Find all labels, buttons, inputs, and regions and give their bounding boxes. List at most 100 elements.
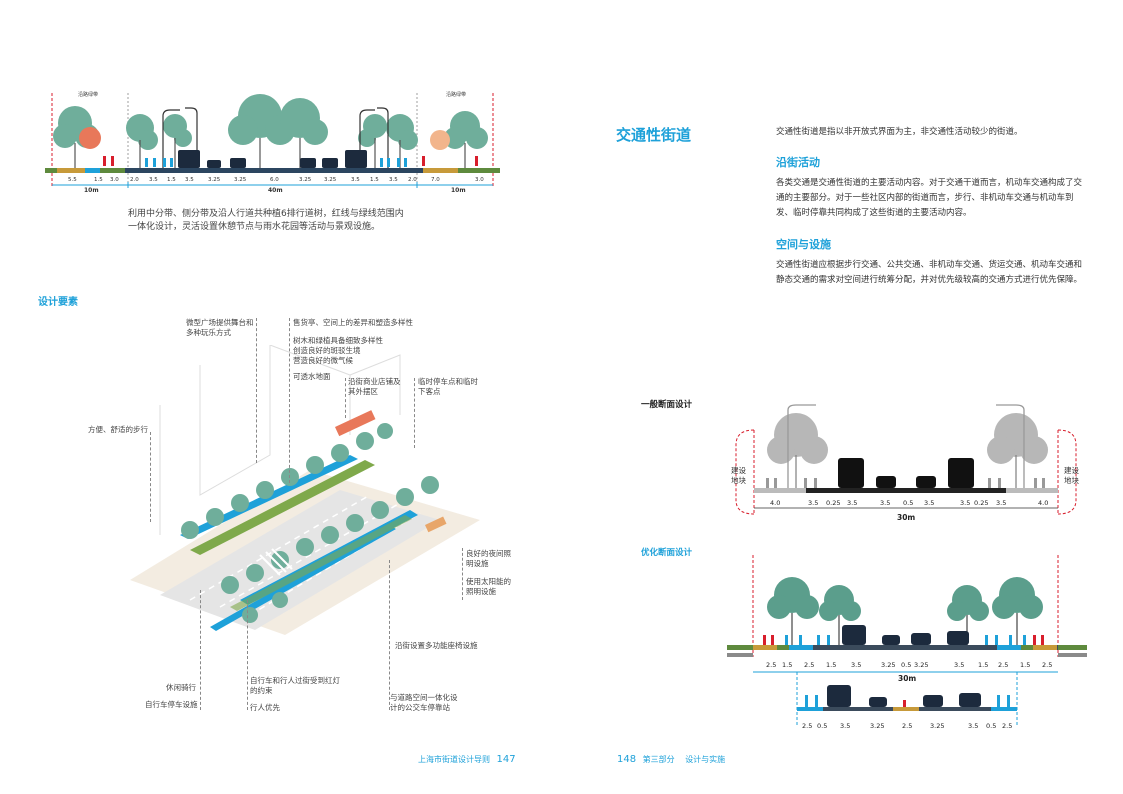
- odw0: 2.5: [802, 722, 813, 730]
- anno-bus-stop-l1: 与道路空间一体化设: [390, 693, 458, 702]
- general-right-block-l1: 建设: [1064, 466, 1079, 475]
- top-width-row: 5.5 1.5 3.0 2.0 3.5 1.5 3.5 3.25 3.25 6.…: [56, 177, 496, 186]
- odw3: 3.25: [870, 722, 885, 730]
- anno-trees-l1: 树木和绿植具备细致多样性: [293, 336, 383, 345]
- ow12: 2.5: [1042, 661, 1053, 669]
- ow1: 1.5: [782, 661, 793, 669]
- optimized-total: 30m: [898, 674, 917, 683]
- anno-night-light: 良好的夜间照 明设施: [466, 549, 511, 569]
- section1-text: 各类交通是交通性街道的主要活动内容。对于交通干道而言，机动车交通构成了交 通的主…: [776, 176, 1082, 221]
- section1-title: 沿街活动: [776, 156, 820, 169]
- top-right-green-label: 沿路绿带: [446, 92, 467, 98]
- span-left: 10m: [84, 187, 99, 194]
- w5: 1.5: [167, 177, 176, 183]
- w13: 1.5: [370, 177, 379, 183]
- anno-bus-stop: 与道路空间一体化设 计的公交车停靠站: [390, 693, 458, 713]
- general-width-row: 4.0 3.5 0.25 3.5 3.5 0.5 3.5 3.5 0.25 3.…: [754, 499, 1064, 509]
- odw4: 2.5: [902, 722, 913, 730]
- anno-walk: 方便、舒适的步行: [88, 425, 148, 434]
- isometric-illustration: [120, 344, 500, 645]
- w2: 3.0: [110, 177, 119, 183]
- anno-parking-l1: 临时停车点和临时: [418, 377, 478, 386]
- ow4: 3.5: [851, 661, 862, 669]
- gw1: 3.5: [808, 499, 819, 507]
- odw5: 3.25: [930, 722, 945, 730]
- leader-9: [247, 600, 248, 710]
- ow7: 3.25: [914, 661, 929, 669]
- ow0: 2.5: [766, 661, 777, 669]
- top-caption-line2: 一体化设计，灵活设置休憩节点与雨水花园等活动与景观设施。: [128, 222, 381, 232]
- top-caption: 利用中分带、侧分带及沿人行道共种植6排行道树，红线与绿线范围内 一体化设计，灵活…: [128, 208, 448, 234]
- leader-5: [150, 432, 151, 522]
- section2-l2: 静态交通的需求对空间进行统筹分配，并对优先级较高的交通方式进行优先保障。: [776, 275, 1083, 285]
- anno-signal-l1: 自行车和行人过街受到红灯: [250, 676, 340, 685]
- gw0: 4.0: [770, 499, 781, 507]
- general-total: 30m: [897, 513, 916, 522]
- general-left-block-l1: 建设: [731, 466, 746, 475]
- right-page-title: 交通性街道: [616, 126, 692, 144]
- ow8: 3.5: [954, 661, 965, 669]
- section2-l1: 交通性街道应根据步行交通、公共交通、非机动车交通、货运交通、机动车交通和: [776, 260, 1083, 270]
- anno-signal: 自行车和行人过街受到红灯 的约束: [250, 676, 340, 696]
- anno-seating: 沿街设置多功能座椅设施: [395, 641, 478, 650]
- gw6: 3.5: [924, 499, 935, 507]
- left-footer: 上海市街道设计导则 147: [418, 754, 516, 765]
- ow2: 2.5: [804, 661, 815, 669]
- section1-l1: 各类交通是交通性街道的主要活动内容。对于交通干道而言，机动车交通构成了交: [776, 178, 1083, 188]
- anno-plaza-l1: 微型广场提供舞台和: [186, 318, 254, 327]
- w10: 3.25: [299, 177, 312, 183]
- w0: 5.5: [68, 177, 77, 183]
- anno-night-light-l2: 明设施: [466, 559, 489, 568]
- right-footer-page: 148: [617, 754, 637, 765]
- anno-kiosk: 售货亭、空间上的差异和塑造多样性: [293, 318, 413, 327]
- optimized-detail-width-row: 2.5 0.5 3.5 3.25 2.5 3.25 3.5 0.5 2.5: [800, 722, 1030, 732]
- leader-1: [256, 318, 257, 463]
- anno-ped-priority: 行人优先: [250, 703, 280, 712]
- anno-shops-l2: 其外摆区: [348, 387, 378, 396]
- section1-l3: 发、临时停靠共同构成了这些街道的主要活动内容。: [776, 208, 972, 218]
- anno-parking-l2: 下客点: [418, 387, 441, 396]
- anno-permeable: 可透水地面: [293, 372, 331, 381]
- anno-bike-parking: 自行车停车设施: [145, 700, 198, 709]
- w3: 2.0: [130, 177, 139, 183]
- general-right-block: 建设 地块: [1064, 466, 1079, 486]
- anno-solar: 使用太阳能的 照明设施: [466, 577, 511, 597]
- anno-trees: 树木和绿植具备细致多样性 创造良好的斑驳生境 营造良好的微气候: [293, 336, 383, 366]
- odw7: 0.5: [986, 722, 997, 730]
- ow9: 1.5: [978, 661, 989, 669]
- odw6: 3.5: [968, 722, 979, 730]
- general-left-block-l2: 地块: [731, 476, 746, 485]
- left-footer-page: 147: [496, 754, 516, 765]
- ow11: 1.5: [1020, 661, 1031, 669]
- leader-4: [414, 378, 415, 448]
- w16: 7.0: [431, 177, 440, 183]
- ow6: 0.5: [901, 661, 912, 669]
- leader-6: [462, 548, 463, 600]
- top-caption-line1: 利用中分带、侧分带及沿人行道共种植6排行道树，红线与绿线范围内: [128, 209, 404, 219]
- odw2: 3.5: [840, 722, 851, 730]
- gw7: 3.5: [960, 499, 971, 507]
- w7: 3.25: [208, 177, 221, 183]
- general-section-diagram: [726, 400, 1086, 525]
- general-section-title: 一般断面设计: [641, 400, 693, 410]
- w6: 3.5: [185, 177, 194, 183]
- odw8: 2.5: [1002, 722, 1013, 730]
- gw5: 0.5: [903, 499, 914, 507]
- optimized-width-row: 2.5 1.5 2.5 1.5 3.5 3.25 0.5 3.25 3.5 1.…: [760, 661, 1080, 671]
- gw3: 3.5: [847, 499, 858, 507]
- gw8: 0.25: [974, 499, 989, 507]
- right-intro: 交通性街道是指以非开放式界面为主，非交通性活动较少的街道。: [776, 127, 1023, 137]
- w1: 1.5: [94, 177, 103, 183]
- right-footer-chapter: 设计与实施: [685, 755, 726, 764]
- leader-3: [345, 378, 346, 418]
- section2-title: 空间与设施: [776, 238, 831, 251]
- anno-bus-stop-l2: 计的公交车停靠站: [390, 703, 450, 712]
- leader-2: [289, 318, 290, 483]
- optimized-section-diagram: [727, 545, 1087, 735]
- leader-7: [389, 560, 390, 710]
- anno-night-light-l1: 良好的夜间照: [466, 549, 511, 558]
- anno-plaza: 微型广场提供舞台和 多种玩乐方式: [186, 318, 254, 338]
- span-right: 10m: [451, 187, 466, 194]
- leader-8: [200, 590, 201, 710]
- gw9: 3.5: [996, 499, 1007, 507]
